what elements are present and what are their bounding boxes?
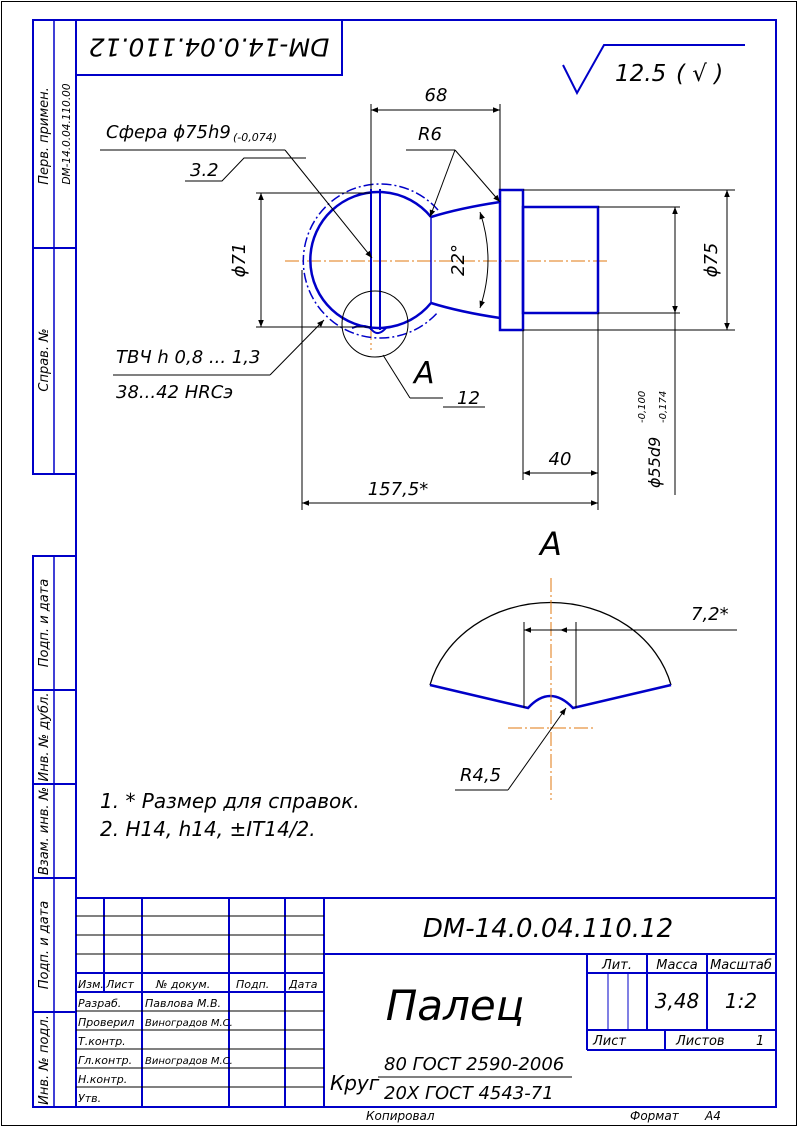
roughness-symbol — [562, 44, 745, 96]
podp-data-label-bottom: Подп. и дата — [37, 901, 52, 990]
roughness-suffix: ( √ ) — [676, 61, 723, 87]
material-top: 80 ГОСТ 2590-2006 — [384, 1054, 564, 1075]
inv-dubl-label: Инв. № дубл. — [37, 693, 52, 782]
col-list: Лист — [105, 978, 134, 991]
code-stamp-box — [75, 19, 343, 76]
row-utv: Утв. — [78, 1092, 101, 1105]
view-a-title: А — [538, 525, 562, 563]
dim-d75 — [523, 189, 735, 331]
row-razrab-name: Павлова М.В. — [145, 997, 221, 1010]
detail-a-groove — [351, 324, 387, 334]
lit-label: Лит. — [601, 958, 632, 973]
roughness-3-2-mark — [185, 157, 306, 182]
dim-68-text: 68 — [425, 85, 448, 106]
code-stamp-mirrored: DM-14.0.04.110.12 — [89, 33, 330, 62]
col-data: Дата — [288, 978, 318, 991]
format-value: А4 — [704, 1109, 721, 1123]
dim-157-text: 157,5* — [368, 479, 429, 500]
massa-label: Масса — [656, 958, 697, 973]
dim-7-2 — [523, 622, 737, 708]
list-label: Лист — [592, 1034, 626, 1049]
dim-40 — [522, 313, 599, 510]
view-a-detail — [429, 578, 672, 800]
sphere-callout-text: Сфера ϕ75h9 — [106, 122, 231, 143]
dim-157 — [301, 270, 598, 510]
title-block-thin-rows — [76, 915, 324, 1088]
sphere-hardened-layer — [302, 183, 439, 339]
angle-22-text: 22° — [448, 244, 469, 276]
angle-22-arc — [479, 211, 489, 309]
detail-a-circle — [341, 290, 409, 358]
row-nkontr: Н.контр. — [78, 1073, 127, 1086]
r45-text: R4,5 — [460, 765, 501, 786]
view-a-leader — [382, 354, 411, 399]
perv-primen-value: DM-14.0.04.110.00 — [61, 83, 73, 184]
tvch-leader — [113, 319, 325, 376]
dim-d55-tol-upper: -0,100 — [637, 391, 648, 423]
row-razrab: Разраб. — [78, 997, 121, 1010]
row-glkontr: Гл.контр. — [78, 1054, 132, 1067]
material-prefix: Круг — [330, 1071, 380, 1095]
shank-outline — [521, 205, 600, 315]
inv-podl-label: Инв. № подл. — [37, 1015, 52, 1105]
row-prover: Проверил — [78, 1016, 134, 1029]
material-bottom: 20Х ГОСТ 4543-71 — [384, 1083, 554, 1104]
dim-40-text: 40 — [549, 449, 572, 470]
dim-68 — [370, 104, 501, 190]
roughness-value: 12.5 — [615, 61, 666, 87]
dim-d55-tol-lower: -0,174 — [658, 391, 669, 423]
listov-value: 1 — [756, 1034, 764, 1049]
dim-d55-text: ϕ55d9 — [645, 437, 664, 488]
dim-d71-text: ϕ71 — [229, 243, 250, 278]
dim-d71 — [256, 192, 371, 328]
note-2: 2. H14, h14, ±IT14/2. — [100, 817, 316, 841]
roughness-3-2-text: 3.2 — [190, 160, 219, 181]
dim-7-2-text: 7,2* — [691, 604, 729, 625]
title-part-name: Палец — [386, 981, 525, 1030]
listov-label: Листов — [675, 1034, 725, 1049]
sphere-outline — [309, 190, 432, 330]
masshtab-value: 1:2 — [725, 989, 757, 1013]
neck-outline — [430, 200, 501, 320]
perv-primen-label: Перв. примен. — [37, 87, 52, 185]
kopiroval-label: Копировал — [366, 1109, 435, 1123]
tvch-text-2: 38...42 HRCэ — [116, 382, 233, 403]
r45-leader — [455, 707, 567, 791]
left-margin-strips — [32, 19, 77, 1108]
dim-d55 — [598, 206, 680, 495]
format-label: Формат — [630, 1109, 680, 1123]
col-podp: Подп. — [236, 978, 269, 991]
row-glkontr-name: Виноградов М.С. — [145, 1056, 233, 1067]
r6-text: R6 — [418, 124, 442, 145]
note-1: 1. * Размер для справок. — [100, 789, 360, 813]
dim-12-text: 12 — [457, 388, 480, 409]
r6-leader — [406, 149, 501, 218]
view-a-label: А — [412, 356, 435, 391]
col-izm: Изм. — [78, 978, 104, 991]
sphere-callout-leader — [100, 149, 373, 259]
tvch-text-1: ТВЧ h 0,8 ... 1,3 — [116, 347, 260, 368]
col-docum: № докум. — [155, 978, 210, 991]
vzam-inv-label: Взам. инв. № — [37, 787, 52, 875]
flange-outline — [498, 188, 525, 332]
sprav-label: Справ. № — [37, 328, 52, 391]
masshtab-label: Масштаб — [710, 958, 772, 973]
sphere-callout-tolerance: (-0,074) — [233, 131, 277, 144]
massa-value: 3,48 — [655, 989, 700, 1013]
dim-d75-text: ϕ75 — [701, 243, 722, 278]
title-block-frame — [76, 897, 776, 1107]
title-doc-code: DM-14.0.04.110.12 — [423, 914, 673, 944]
row-prover-name: Виноградов М.С. — [145, 1018, 233, 1029]
podp-data-label-top: Подп. и дата — [37, 579, 52, 668]
row-tkontr: Т.контр. — [78, 1035, 126, 1048]
